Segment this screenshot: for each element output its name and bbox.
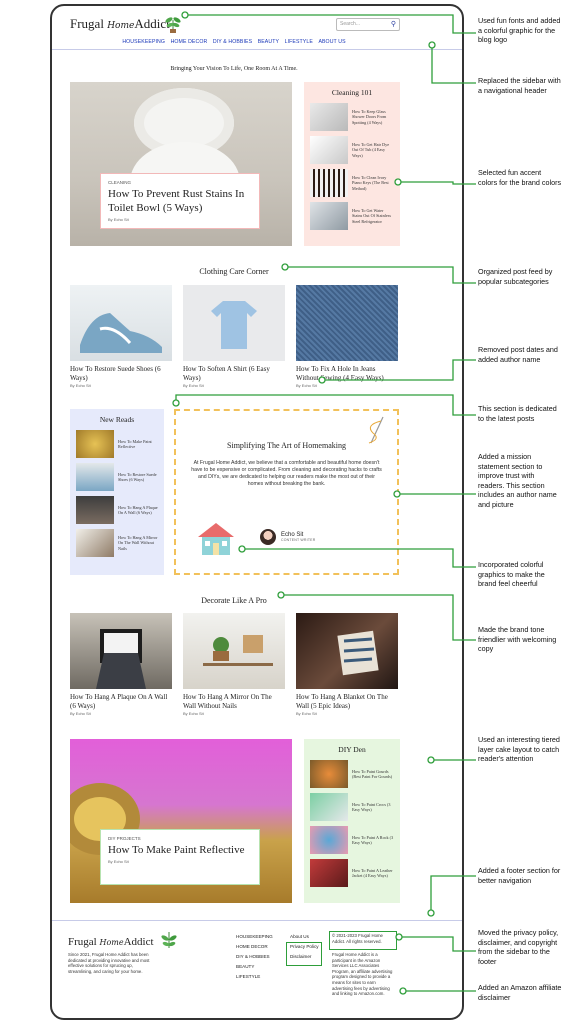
hero-title[interactable]: How To Prevent Rust Stains In Toilet Bow… [108, 188, 245, 214]
footer-legal-links-2: Privacy Policy Disclaimer [290, 942, 319, 962]
house-icon [198, 523, 234, 555]
annotation-layout: Used an interesting tiered layer cake la… [478, 735, 560, 763]
main-nav: HOUSEKEEPING HOME DECOR DIY & HOBBIES BE… [66, 39, 402, 45]
list-item[interactable]: How To Paint A Leather Jacket (4 Easy Wa… [310, 858, 394, 888]
mission-statement: Simplifying The Art of Homemaking At Fru… [174, 409, 399, 575]
post-card[interactable]: How To Hang A Blanket On The Wall (5 Epi… [296, 613, 398, 716]
annotation-footer: Added a footer section for better naviga… [478, 866, 561, 885]
list-item[interactable]: How To Keep Glass Shower Doors From Spot… [310, 102, 394, 132]
plant-logo-icon [165, 17, 181, 33]
tagline: Bringing Your Vision To Life, One Room A… [170, 66, 298, 72]
post-card[interactable]: How To Soften A Shirt (6 Easy Ways) By E… [183, 285, 285, 388]
site-logo[interactable]: Frugal HomeAddict [70, 16, 170, 31]
needle-thread-icon [368, 416, 384, 444]
annotation-author-name: Removed post dates and added author name [478, 345, 558, 364]
footer-link[interactable]: HOME DECOR [236, 944, 268, 949]
footer-link-about[interactable]: About Us [290, 934, 309, 939]
list-item[interactable]: How To Hang A Mirror On The Wall Without… [76, 528, 158, 558]
footer-link[interactable]: HOUSEKEEPING [236, 934, 273, 939]
post-image[interactable] [70, 613, 172, 689]
list-item[interactable]: How To Clean Ivory Piano Keys (The Best … [310, 168, 394, 198]
list-item[interactable]: How To Get Water Stains Out Of Stainless… [310, 201, 394, 231]
annotation-colors: Selected fun accent colors for the brand… [478, 168, 562, 187]
author-name: Echo Sit [281, 532, 304, 538]
nav-diy-hobbies[interactable]: DIY & HOBBIES [212, 39, 253, 45]
author-block[interactable]: Echo Sit CONTENT WRITER [260, 529, 315, 545]
nav-beauty[interactable]: BEAUTY [257, 39, 280, 45]
hero-title[interactable]: How To Make Paint Reflective [108, 844, 245, 856]
footer-description: Since 2021, Frugal Home Addict has been … [68, 952, 150, 974]
mission-text: At Frugal Home Addict, we believe that a… [191, 460, 382, 487]
annotation-tone: Made the brand tone friendlier with welc… [478, 625, 557, 653]
nav-housekeeping[interactable]: HOUSEKEEPING [122, 39, 166, 45]
footer-logo[interactable]: Frugal HomeAddict [68, 936, 154, 948]
annotation-latest-posts: This section is dedicated to the latest … [478, 404, 557, 423]
footer-category-links: HOUSEKEEPING HOME DECOR DIY & HOBBIES BE… [236, 932, 273, 982]
post-card[interactable]: How To Restore Suede Shoes (6 Ways) By E… [70, 285, 172, 388]
cleaning-101-box: Cleaning 101 How To Keep Glass Shower Do… [304, 82, 400, 246]
page-frame: Frugal HomeAddict Search... ⚲ HOUSEKEEPI… [50, 4, 464, 1020]
post-card[interactable]: How To Hang A Mirror On The Wall Without… [183, 613, 285, 716]
list-item[interactable]: How To Paint Gourds (Best Paint For Gour… [310, 759, 394, 789]
annotation-subcategories: Organized post feed by popular subcatego… [478, 267, 553, 286]
author-role: CONTENT WRITER [281, 538, 316, 542]
annotation-graphics: Incorporated colorful graphics to make t… [478, 560, 545, 588]
list-item[interactable]: How To Hang A Plaque On A Wall (6 Ways) [76, 495, 158, 525]
new-reads-box: New Reads How To Make Paint Reflective H… [70, 409, 164, 575]
post-image[interactable] [183, 285, 285, 361]
footer-link-disclaimer[interactable]: Disclaimer [290, 954, 312, 959]
list-item[interactable]: How To Get Hair Dye Out Of Tub (4 Easy W… [310, 135, 394, 165]
list-item[interactable]: How To Paint A Rock (3 Easy Ways) [310, 825, 394, 855]
diy-den-box: DIY Den How To Paint Gourds (Best Paint … [304, 739, 400, 903]
footer-link[interactable]: LIFESTYLE [236, 974, 261, 979]
section-title-decorate: Decorate Like A Pro [201, 596, 267, 605]
post-image[interactable] [70, 285, 172, 361]
post-card[interactable]: How To Fix A Hole In Jeans Without Sewin… [296, 285, 398, 388]
annotation-mission: Added a mission statement section to imp… [478, 452, 557, 509]
annotation-header: Replaced the sidebar with a navigational… [478, 76, 561, 95]
legal-highlight-box [286, 942, 322, 966]
nav-home-decor[interactable]: HOME DECOR [170, 39, 208, 45]
hero-card-paint[interactable]: DIY PROJECTS How To Make Paint Reflectiv… [100, 829, 260, 885]
page-content: Frugal HomeAddict Search... ⚲ HOUSEKEEPI… [52, 6, 462, 1018]
annotation-logo: Used fun fonts and added a colorful grap… [478, 16, 561, 44]
footer-link-privacy[interactable]: Privacy Policy [290, 944, 319, 949]
annotation-legal-moved: Moved the privacy policy, disclaimer, an… [478, 928, 559, 966]
footer-link[interactable]: BEAUTY [236, 964, 255, 969]
list-item[interactable]: How To Paint Crocs (3 Easy Ways) [310, 792, 394, 822]
list-item[interactable]: How To Restore Suede Shoes (6 Ways) [76, 462, 158, 492]
plant-footer-icon [161, 932, 177, 948]
list-item[interactable]: How To Make Paint Reflective [76, 429, 158, 459]
post-image[interactable] [296, 613, 398, 689]
author-avatar[interactable] [260, 529, 276, 545]
post-image[interactable] [296, 285, 398, 361]
nav-about-us[interactable]: ABOUT US [318, 39, 346, 45]
nav-lifestyle[interactable]: LIFESTYLE [284, 39, 313, 45]
post-card[interactable]: How To Hang A Plaque On A Wall (6 Ways) … [70, 613, 172, 716]
search-input[interactable]: Search... ⚲ [336, 18, 400, 31]
post-image[interactable] [183, 613, 285, 689]
section-title-clothing: Clothing Care Corner [199, 267, 269, 276]
annotation-amazon: Added an Amazon affiliate disclaimer [478, 983, 562, 1002]
copyright: © 2021-2023 Frugal Home Addict. All righ… [332, 933, 383, 944]
hero-card-rust-stains[interactable]: CLEANING How To Prevent Rust Stains In T… [100, 173, 260, 229]
search-icon[interactable]: ⚲ [390, 21, 396, 28]
header-divider [52, 49, 462, 50]
amazon-disclaimer: Frugal Home Addict is a participant in t… [332, 952, 393, 997]
footer-link[interactable]: DIY & HOBBIES [236, 954, 270, 959]
mission-title: Simplifying The Art of Homemaking [227, 441, 346, 450]
footer-legal-links: About Us [290, 932, 309, 942]
footer-divider [52, 920, 462, 921]
